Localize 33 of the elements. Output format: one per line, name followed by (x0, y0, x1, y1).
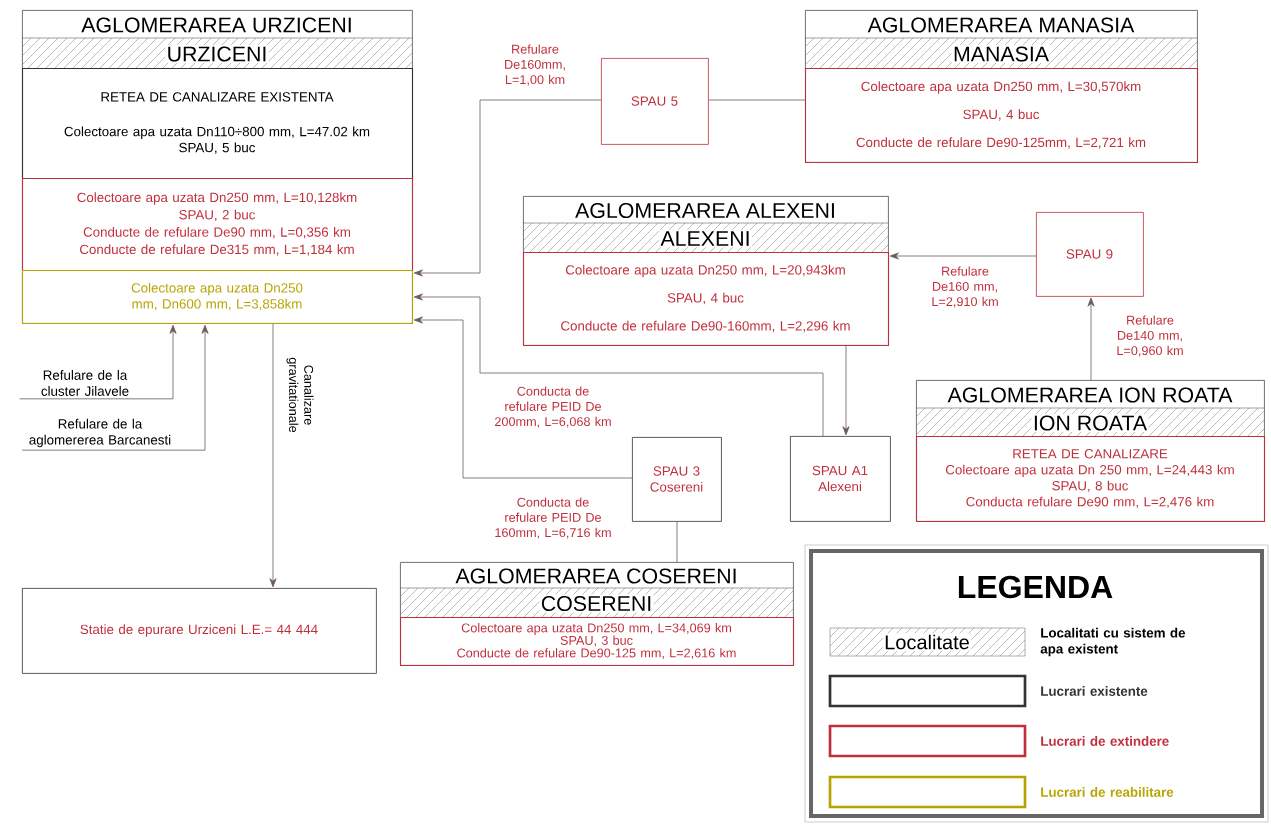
arrow (413, 99, 602, 277)
source-label: Refulare de la aglomererea Barcanesti (29, 418, 171, 448)
source-label: Refulare de la cluster Jilavele (41, 370, 129, 396)
arrow (1087, 297, 1095, 381)
arrow (413, 316, 633, 479)
section-box: Colectoare apa uzata Dn250 mm, L=20,943km SPAU, 4 buc Conducte de refulare De90-160mm, L=2,296 km (523, 252, 890, 347)
arrow (269, 323, 277, 588)
legend-label: Lucrari existente (1041, 686, 1148, 696)
edge-label: Conducta de refulare PEID De 200mm, L=6,068 km (495, 386, 611, 428)
pump-station-box: SPAU 5 (601, 58, 709, 145)
arrow (889, 252, 1037, 260)
pump-station-box: SPAU 9 (1036, 212, 1144, 297)
section-box: RETEA DE CANALIZARE Colectoare apa uzata Dn 250 mm, L=24,443 km SPAU, 8 buc Conducta refulare De90 mm, L=2,476 km (916, 436, 1266, 523)
legend-label: Lucrari de reabilitare (1041, 787, 1174, 797)
pump-station-box: Statie de epurare Urziceni L.E.= 44 444 (22, 588, 377, 674)
arrow (842, 345, 850, 436)
arrow (19, 324, 177, 400)
legend-label: Localitati cu sistem de apa existent (1040, 627, 1186, 657)
edge-label: Canalizare gravitationale (286, 357, 314, 433)
section-box: Colectoare apa uzata Dn250 mm, Dn600 mm, L=3,858km (22, 270, 414, 325)
edge-label: Refulare De160mm, L=1,00 km (505, 44, 565, 86)
legend-label: Lucrari de extindere (1041, 736, 1169, 746)
section-box: Colectoare apa uzata Dn250 mm, L=10,128km SPAU, 2 buc Conducte de refulare De90 mm, L=0,356 km Conducte de refulare De315 mm, L=1,184 km (22, 178, 414, 272)
pump-station-box: SPAU 3 Cosereni (632, 437, 722, 522)
section-box: Colectoare apa uzata Dn250 mm, L=34,069 km SPAU, 3 buc Conducte de refulare De90-125 mm, L=2,616 km (400, 617, 795, 667)
arrow (21, 324, 209, 451)
arrow (413, 293, 824, 437)
edge-label: Refulare De140 mm, L=0,960 km (1117, 315, 1183, 357)
pump-station-box: SPAU A1 Alexeni (790, 436, 891, 522)
section-box: Colectoare apa uzata Dn250 mm, L=30,570km SPAU, 4 buc Conducte de refulare De90-125mm, L=2,721 km (805, 68, 1199, 164)
edge-label: Conducta de refulare PEID De 160mm, L=6,716 km (495, 497, 611, 539)
section-box: RETEA DE CANALIZARE EXISTENTA Colectoare apa uzata Dn110÷800 mm, L=47.02 km SPAU, 5 buc (22, 68, 414, 180)
edge-label: Refulare De160 mm, L=2,910 km (932, 266, 998, 308)
